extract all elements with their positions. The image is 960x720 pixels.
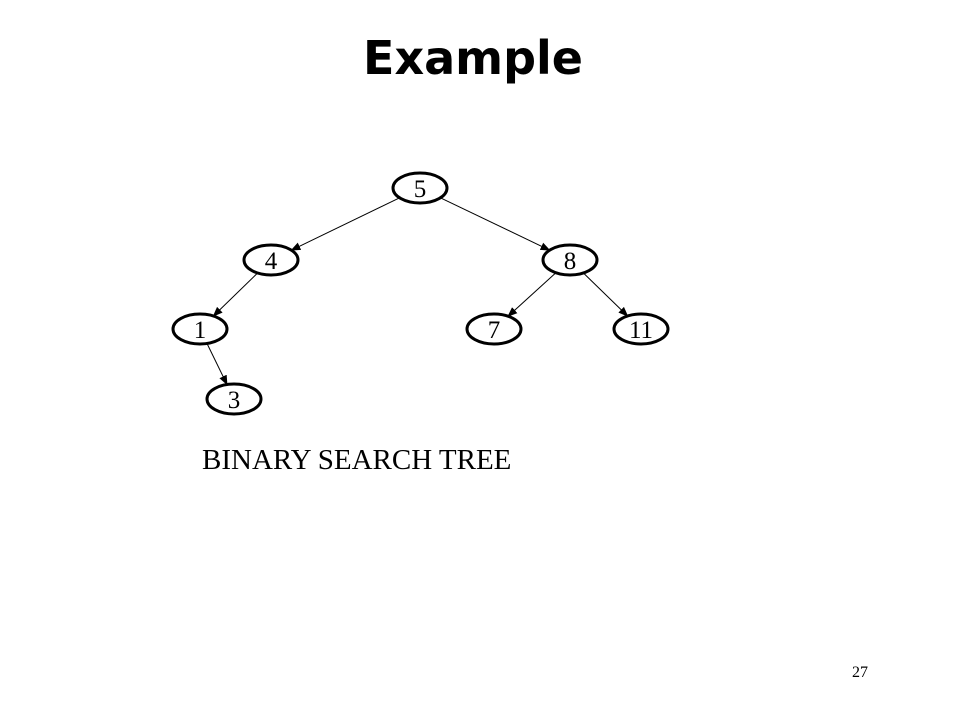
tree-node-3: 3 (205, 382, 263, 416)
tree-node-11: 11 (612, 312, 670, 346)
node-ellipse (541, 243, 599, 277)
slide-title: Example (363, 31, 583, 85)
node-label: 1 (194, 317, 207, 344)
node-ellipse (205, 382, 263, 416)
tree-node-8: 8 (541, 243, 599, 277)
node-ellipse (391, 171, 449, 205)
node-ellipse (242, 243, 300, 277)
tree-nodes: 5 4 8 1 7 11 3 (171, 171, 670, 416)
edge-n8-n7 (507, 272, 557, 317)
node-label: 5 (414, 176, 427, 203)
node-label: 8 (564, 248, 577, 275)
tree-node-4: 4 (242, 243, 300, 277)
edge-n5-n4 (290, 197, 400, 251)
page-number: 27 (852, 664, 868, 681)
node-label: 11 (629, 317, 653, 344)
tree-node-7: 7 (465, 312, 523, 346)
node-label: 4 (265, 248, 278, 275)
node-ellipse (465, 312, 523, 346)
tree-edges (206, 197, 629, 386)
node-label: 7 (488, 317, 501, 344)
edge-n5-n8 (440, 197, 551, 251)
node-ellipse (612, 312, 670, 346)
tree-node-5: 5 (391, 171, 449, 205)
edge-n8-n11 (583, 272, 629, 317)
node-label: 3 (228, 387, 241, 414)
node-ellipse (171, 312, 229, 346)
edge-n4-n1 (212, 272, 258, 317)
tree-node-1: 1 (171, 312, 229, 346)
edge-n1-n3 (206, 343, 228, 386)
diagram-caption: BINARY SEARCH TREE (202, 444, 512, 476)
